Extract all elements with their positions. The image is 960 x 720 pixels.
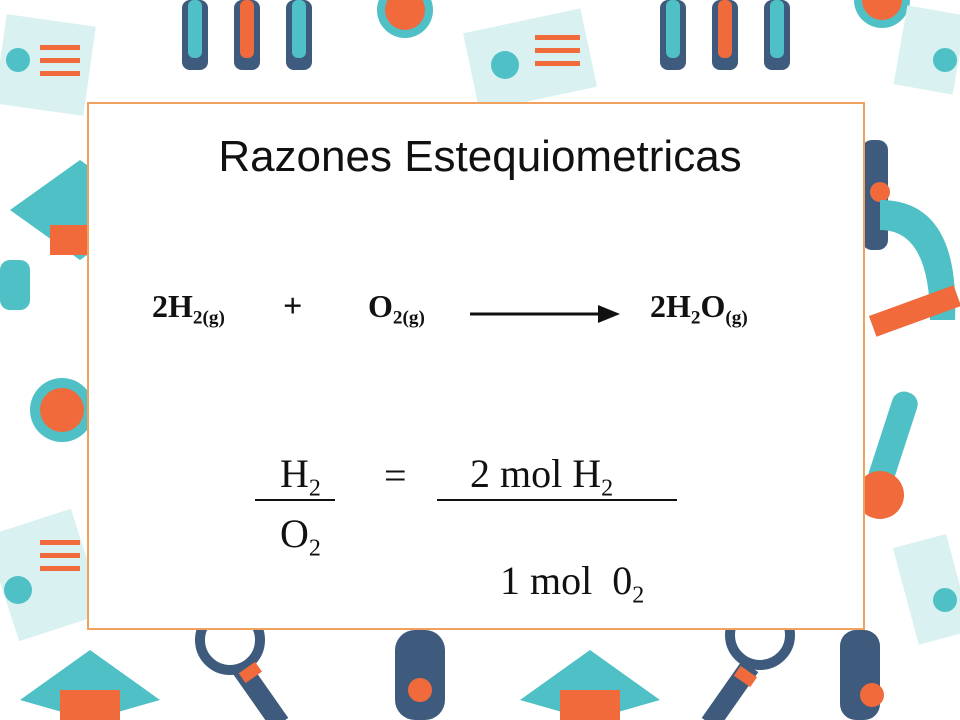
product-water: 2H2O(g) bbox=[650, 288, 748, 330]
graduation-cap-icon bbox=[20, 650, 160, 720]
ratio-left-denominator: O2 bbox=[280, 510, 321, 562]
flask-icon bbox=[377, 0, 910, 38]
ratio-left-numerator-symbol: H bbox=[280, 451, 309, 496]
plus-sign: + bbox=[283, 288, 303, 325]
reactant-hydrogen-formula: 2H bbox=[152, 288, 193, 324]
reactant-oxygen: O2(g) bbox=[368, 288, 425, 330]
slide-title: Razones Estequiometricas bbox=[218, 132, 742, 181]
ratio-right-numerator: 2 mol H2 bbox=[470, 450, 613, 502]
ratio-right-fraction-bar bbox=[437, 499, 677, 501]
reactant-hydrogen-subscript: 2(g) bbox=[192, 307, 225, 329]
ratio-right-denominator: 1 mol 02 bbox=[460, 510, 644, 656]
ratio-left-numerator: H2 bbox=[280, 450, 321, 502]
content-card bbox=[87, 102, 865, 630]
ratio-right-numerator-text: 2 mol H bbox=[470, 451, 602, 496]
thermometer-icon bbox=[856, 391, 918, 519]
microscope-icon bbox=[862, 140, 960, 337]
ratio-right-denominator-text: 1 mol 0 bbox=[500, 558, 633, 603]
product-water-oxygen: O bbox=[700, 288, 726, 324]
id-card-icon bbox=[0, 14, 96, 116]
id-card-icon bbox=[0, 508, 105, 642]
product-water-subscript-1: 2 bbox=[690, 307, 701, 329]
graduation-cap-icon bbox=[520, 650, 660, 720]
test-tube-icon bbox=[182, 0, 312, 70]
id-card-icon bbox=[893, 5, 960, 95]
ratio-left-fraction-bar bbox=[255, 499, 335, 501]
reactant-hydrogen: 2H2(g) bbox=[152, 288, 225, 330]
ratio-right-numerator-subscript: 2 bbox=[601, 475, 614, 502]
reactant-oxygen-subscript: 2(g) bbox=[392, 307, 425, 329]
id-card-icon bbox=[462, 8, 598, 112]
ratio-left-denominator-symbol: O bbox=[280, 511, 309, 556]
product-water-coefficient: 2H bbox=[650, 288, 691, 324]
syringe-icon bbox=[395, 630, 884, 720]
equals-sign: = bbox=[384, 453, 407, 498]
ratio-left-denominator-subscript: 2 bbox=[308, 535, 321, 562]
ratio-left-numerator-subscript: 2 bbox=[308, 475, 321, 502]
id-card-icon bbox=[892, 533, 960, 645]
product-water-subscript-2: (g) bbox=[725, 307, 748, 329]
ratio-right-denominator-subscript: 2 bbox=[632, 582, 645, 609]
reaction-arrow-icon bbox=[470, 305, 620, 323]
test-tube-icon bbox=[660, 0, 790, 70]
reactant-oxygen-formula: O bbox=[368, 288, 393, 324]
round-flask-icon bbox=[0, 260, 94, 442]
